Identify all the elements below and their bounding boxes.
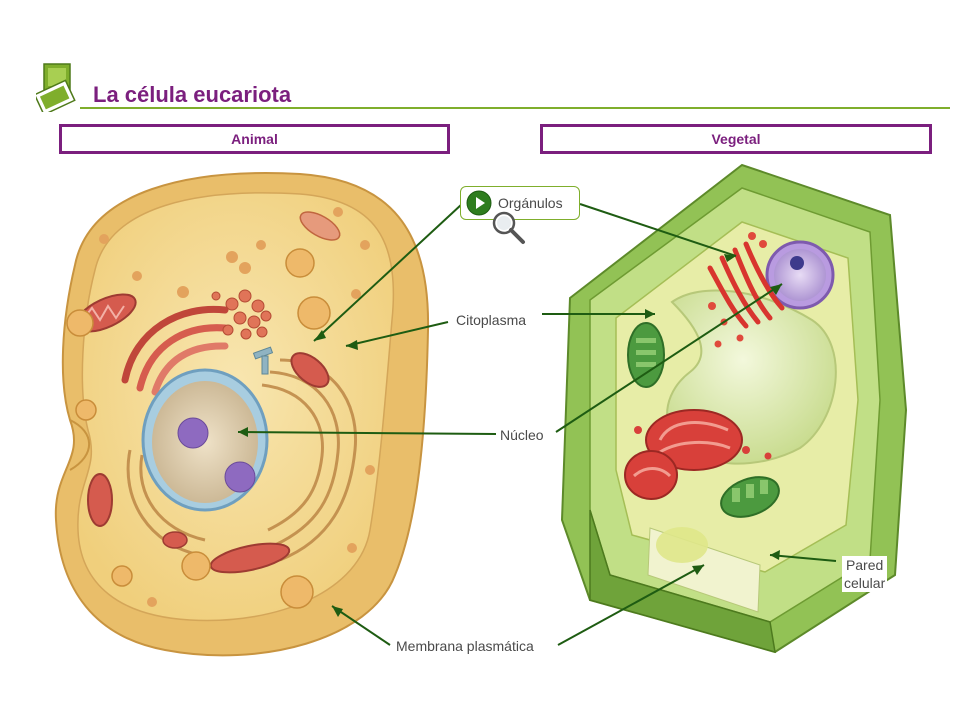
vegetal-header: Vegetal xyxy=(540,124,932,154)
chloroplasts xyxy=(627,322,780,518)
plant-granules xyxy=(634,426,772,460)
pointer-organulos-plant xyxy=(579,203,737,257)
organulos-button[interactable]: Orgánulos xyxy=(460,186,580,220)
page-title: La célula eucariota xyxy=(93,82,292,107)
membrana-label: Membrana plasmática xyxy=(394,638,536,654)
plant-golgi xyxy=(707,241,785,329)
mitochondria xyxy=(75,211,341,574)
plant-vesicles xyxy=(708,232,767,348)
animal-header-label: Animal xyxy=(231,131,278,147)
pointer-nucleo-animal xyxy=(237,431,497,435)
pointer-citoplasma-animal xyxy=(345,321,449,347)
centrioles xyxy=(252,346,274,375)
nucleolus xyxy=(224,461,256,493)
pointer-pared xyxy=(769,554,837,562)
pared-line1: Pared xyxy=(845,557,884,573)
citoplasma-label: Citoplasma xyxy=(454,312,529,328)
animal-header: Animal xyxy=(59,124,450,154)
lysosomes xyxy=(66,248,331,609)
animal-cell-illustration xyxy=(54,172,430,657)
pointer-lines xyxy=(237,203,837,646)
plant-cell-illustration xyxy=(560,163,908,654)
plant-nucleolus xyxy=(790,256,804,270)
magnifier-icon[interactable] xyxy=(491,210,527,246)
plant-mitochondria xyxy=(624,409,743,500)
pared-line2: celular xyxy=(844,575,886,591)
pointer-membrana-animal xyxy=(331,605,391,646)
nucleo-label: Núcleo xyxy=(498,427,546,443)
cell-wall-front xyxy=(589,509,776,654)
pointer-organulos-animal xyxy=(313,203,463,342)
nucleolus xyxy=(177,417,209,449)
small-granules xyxy=(99,207,375,607)
pointer-membrana-plant xyxy=(557,564,705,646)
play-icon xyxy=(466,190,492,216)
title-underline xyxy=(80,107,950,109)
pointer-nucleo-plant xyxy=(555,283,783,433)
book-logo-icon xyxy=(36,63,76,112)
cell-rim-fold xyxy=(69,419,90,471)
organulos-label: Orgánulos xyxy=(498,195,563,211)
golgi-apparatus xyxy=(121,305,229,396)
plant-nucleoplasm xyxy=(774,249,826,301)
vesicles xyxy=(211,289,272,340)
vegetal-header-label: Vegetal xyxy=(711,131,761,147)
pared-celular-label: Pared celular xyxy=(842,556,888,592)
